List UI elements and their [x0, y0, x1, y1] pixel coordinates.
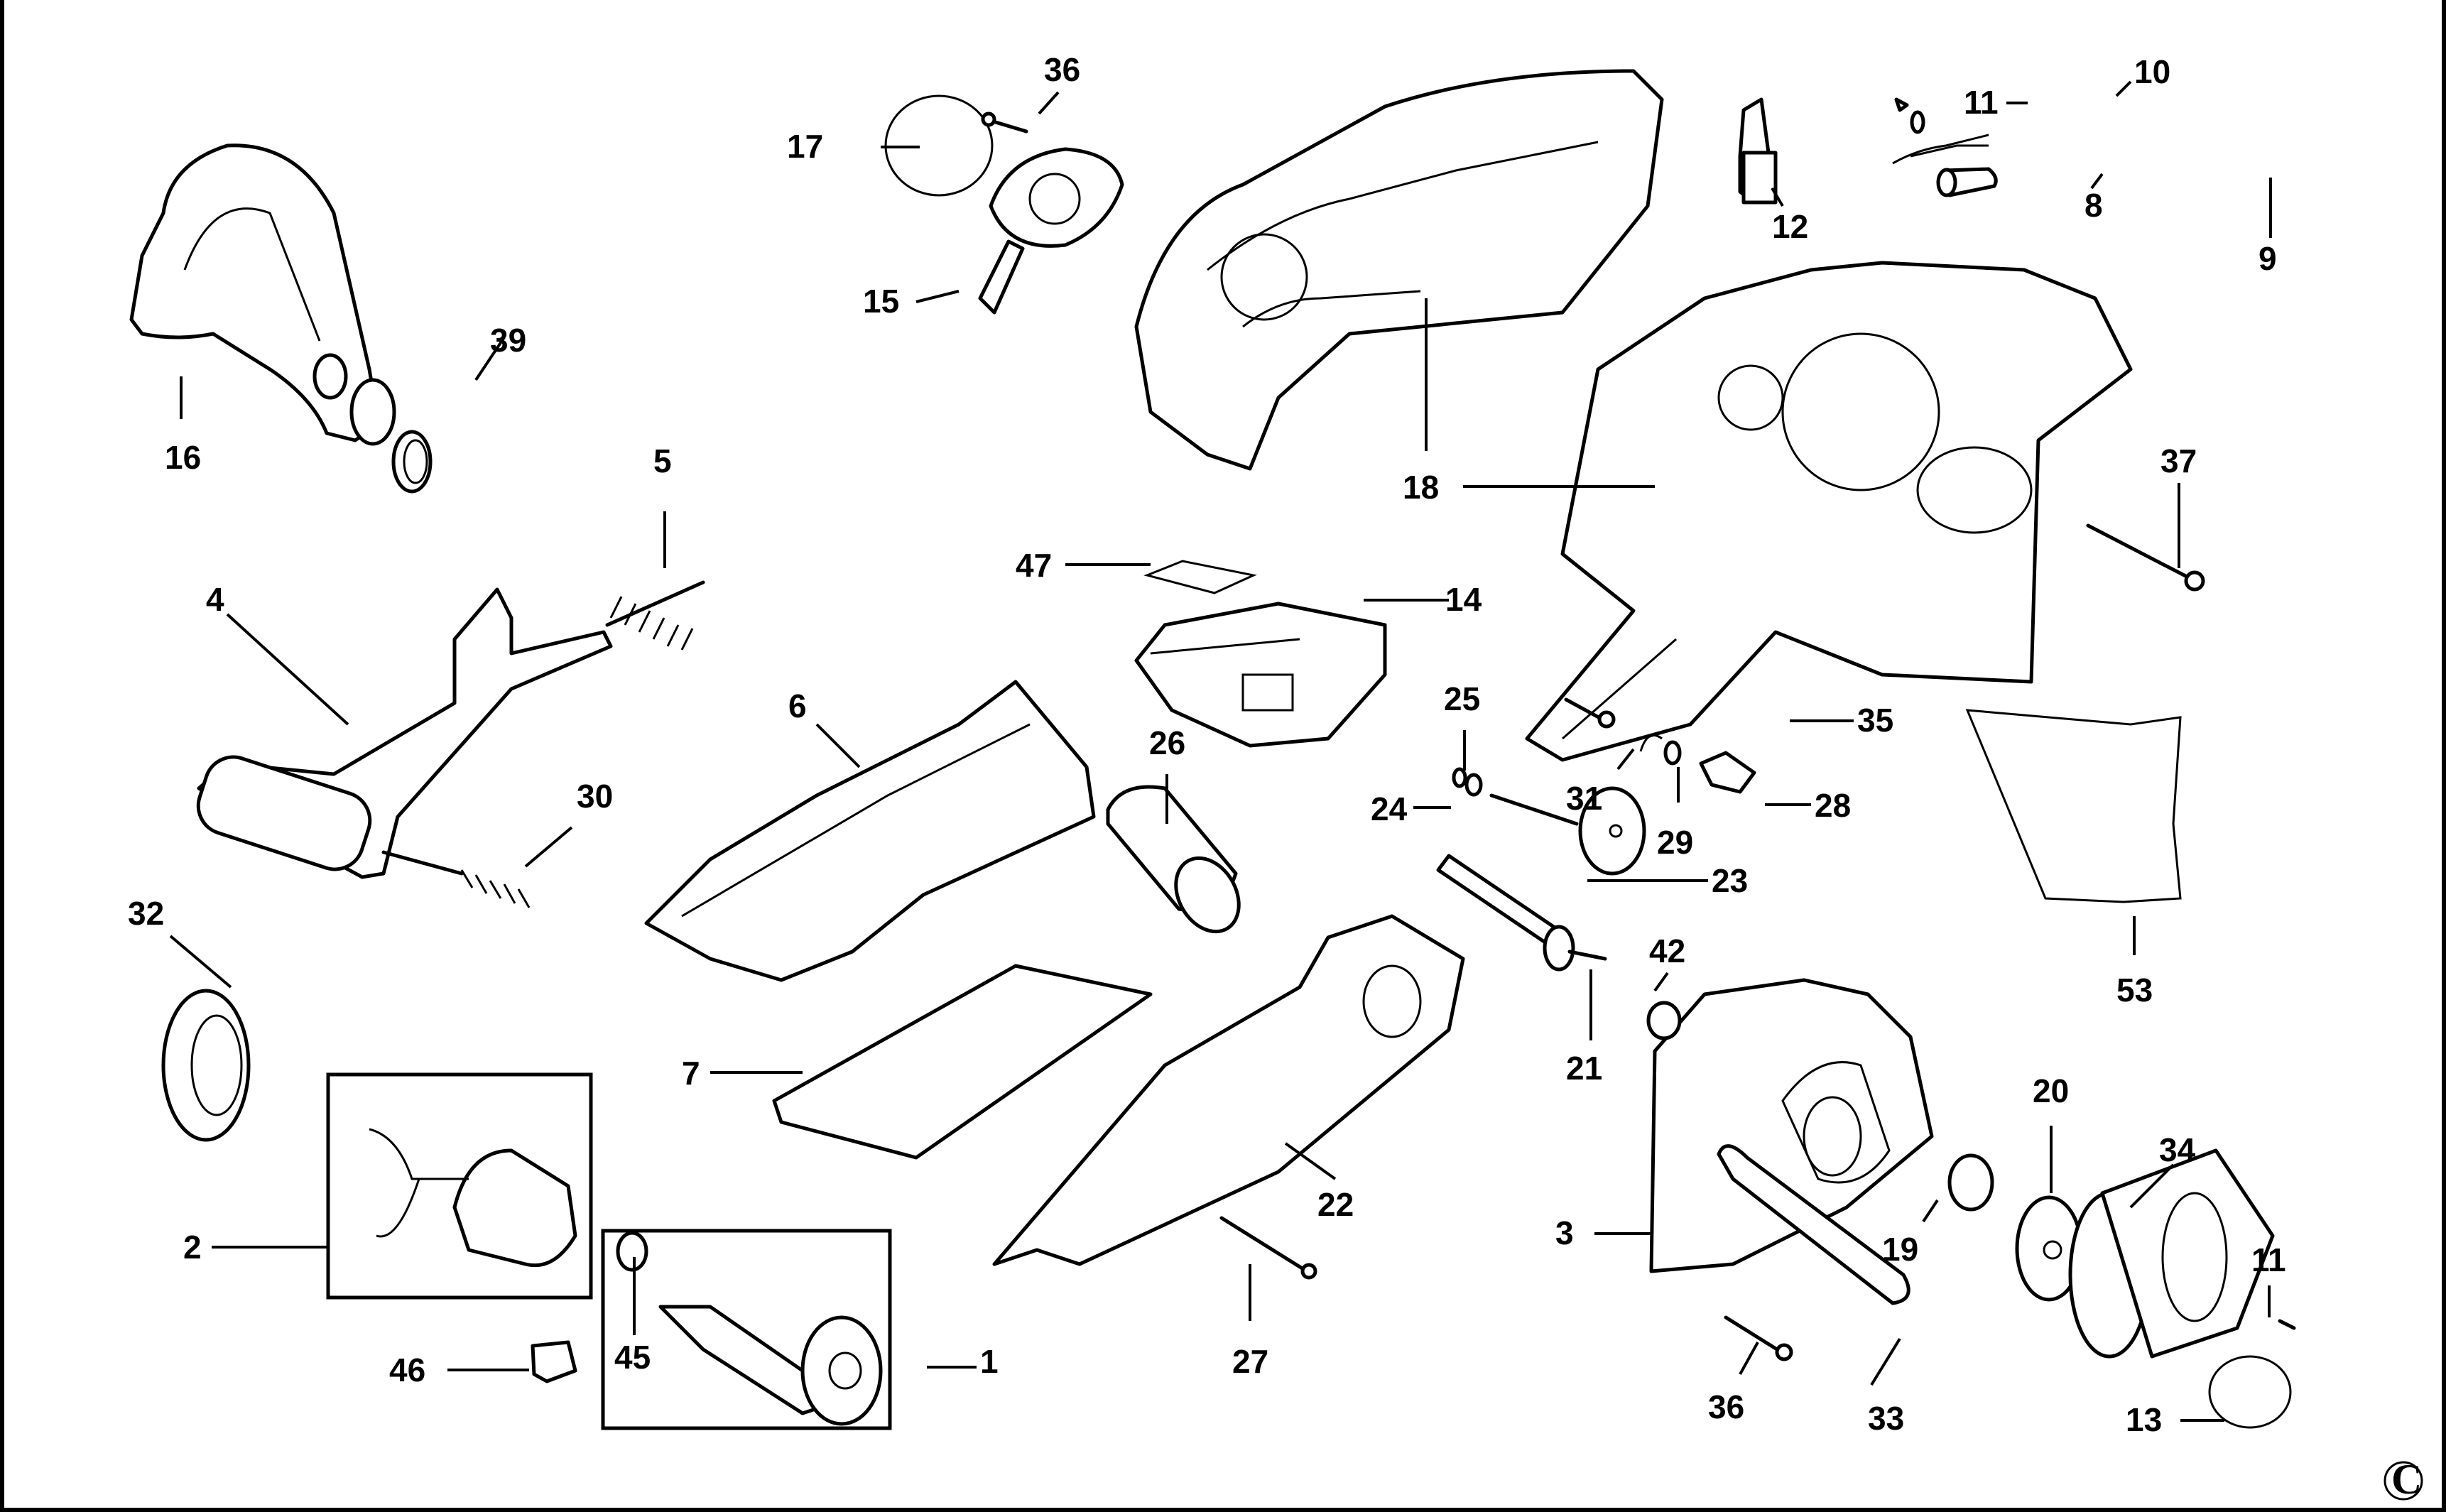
label-28: 28 — [1815, 787, 1851, 824]
label-24: 24 — [1371, 790, 1408, 827]
label-26: 26 — [1149, 724, 1185, 761]
label-4: 4 — [206, 581, 224, 618]
part-6-base-plate — [644, 680, 1096, 982]
part-1-box — [601, 1229, 892, 1430]
part-36-screw-top — [981, 112, 1028, 134]
part-29-washer — [1663, 740, 1682, 766]
part-9-cord-guard — [1936, 167, 1998, 197]
part-37-screw — [2086, 523, 2205, 592]
label-46: 46 — [389, 1351, 425, 1388]
part-26-roller — [1106, 785, 1241, 934]
leader-lines — [169, 80, 2272, 1422]
label-47: 47 — [1016, 547, 1052, 584]
label-31: 31 — [1566, 780, 1602, 817]
part-33-drive-belt — [1717, 1144, 1910, 1305]
label-11-bottom: 11 — [2251, 1241, 2286, 1278]
part-45-bearing — [616, 1231, 648, 1272]
part-28-nut — [1699, 751, 1756, 794]
part-12-switch — [1738, 97, 1778, 205]
label-22: 22 — [1317, 1186, 1354, 1223]
label-42: 42 — [1649, 932, 1685, 969]
label-14: 14 — [1445, 581, 1482, 618]
label-10: 10 — [2134, 53, 2170, 90]
part-1-armature — [658, 1305, 883, 1426]
label-8: 8 — [2084, 187, 2103, 224]
label-33: 33 — [1868, 1400, 1904, 1437]
label-11-top: 11 — [1964, 84, 1999, 121]
part-22-frame — [992, 914, 1465, 1266]
label-45: 45 — [614, 1339, 651, 1376]
label-34: 34 — [2159, 1131, 2196, 1168]
part-18-housing-upper — [1134, 69, 1664, 471]
part-16-front-handle — [129, 143, 396, 446]
label-35: 35 — [1857, 702, 1893, 739]
label-36-top: 36 — [1044, 51, 1080, 88]
label-6: 6 — [788, 687, 807, 724]
label-27: 27 — [1232, 1343, 1268, 1380]
part-31-clip — [1639, 734, 1663, 752]
label-20: 20 — [2033, 1072, 2069, 1109]
label-9: 9 — [2259, 240, 2277, 277]
part-32-fan-cover — [161, 989, 251, 1142]
part-18-housing-main — [1525, 261, 2133, 762]
part-47-pad — [1143, 560, 1257, 594]
label-30: 30 — [577, 778, 613, 815]
part-8-cord — [1892, 134, 1989, 165]
label-12: 12 — [1772, 208, 1808, 245]
label-37: 37 — [2160, 442, 2197, 479]
label-2: 2 — [183, 1229, 202, 1266]
label-7: 7 — [682, 1055, 700, 1092]
label-17: 17 — [787, 128, 823, 165]
part-2-box — [326, 1072, 593, 1300]
part-27-screw — [1219, 1216, 1317, 1280]
part-2-field-coil — [369, 1128, 577, 1268]
label-25: 25 — [1444, 680, 1480, 717]
part-42-nut — [1646, 1001, 1682, 1040]
part-10-clamp — [1910, 110, 1925, 134]
part-34-belt-cover — [2068, 1148, 2275, 1359]
part-53-label-plate — [1965, 709, 2182, 903]
part-46-brush — [531, 1340, 577, 1383]
part-21-shaft — [1436, 854, 1607, 972]
part-35-screw — [1564, 697, 1616, 729]
part-4-lever — [196, 587, 613, 879]
label-18: 18 — [1403, 469, 1439, 506]
part-3-gear-housing — [1649, 978, 1934, 1273]
label-19: 19 — [1882, 1231, 1918, 1268]
part-14-switch-assembly — [1134, 602, 1387, 748]
label-13: 13 — [2126, 1401, 2162, 1438]
label-1: 1 — [980, 1343, 999, 1380]
part-11-screw-bottom — [2278, 1319, 2296, 1330]
label-5: 5 — [653, 442, 672, 479]
label-29: 29 — [1657, 824, 1693, 861]
label-36-bottom: 36 — [1708, 1388, 1744, 1425]
part-39-ring — [391, 430, 433, 494]
label-53: 53 — [2116, 972, 2153, 1008]
label-15: 15 — [863, 283, 899, 320]
label-32: 32 — [128, 895, 164, 932]
part-23-gear — [1489, 786, 1646, 876]
part-labels: 1 2 3 4 5 6 7 8 9 10 11 11 12 13 14 15 1… — [128, 51, 2286, 1438]
copyright-symbol: C — [2391, 1456, 2422, 1503]
label-16: 16 — [165, 439, 201, 476]
part-24-washer — [1464, 773, 1483, 797]
part-13-label-disc — [2208, 1355, 2292, 1429]
part-30-spring — [381, 850, 531, 908]
part-19-pinion — [1947, 1153, 1994, 1212]
part-15-bracket — [978, 147, 1124, 315]
part-25-washer — [1452, 767, 1467, 788]
part-11-screw-top — [1894, 97, 1909, 112]
part-5-spring — [605, 580, 705, 651]
label-39: 39 — [490, 322, 526, 359]
part-7-platen — [772, 964, 1153, 1160]
label-23: 23 — [1712, 862, 1748, 899]
part-36-screw-bottom — [1724, 1315, 1793, 1361]
copyright-mark: C — [2384, 1456, 2423, 1503]
label-21: 21 — [1566, 1050, 1602, 1087]
label-3: 3 — [1555, 1214, 1574, 1251]
